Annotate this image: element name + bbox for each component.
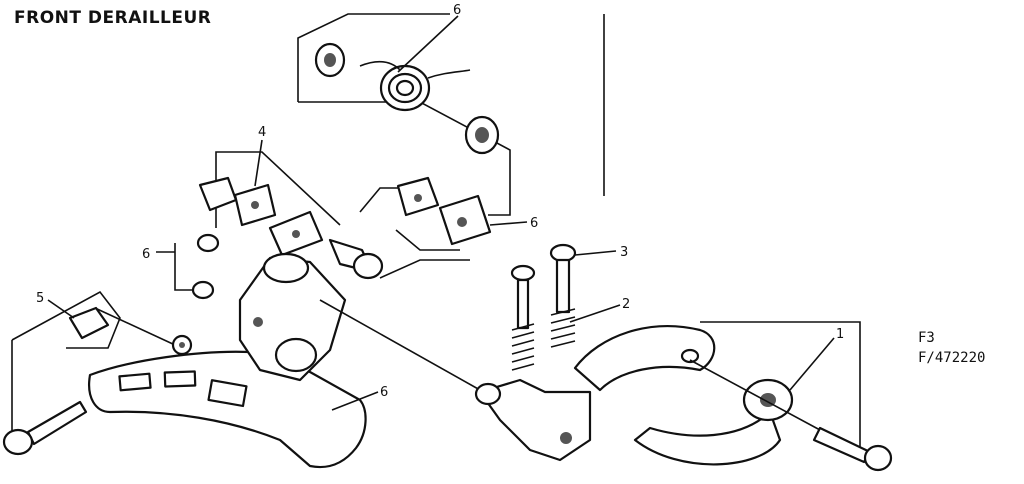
frame-clamp [573, 325, 794, 466]
leader-line [569, 304, 621, 323]
figure-code: F3 [918, 330, 935, 346]
mounting-bracket [474, 378, 592, 462]
callout-3: 3 [620, 245, 628, 260]
callout-6-cage: 6 [380, 385, 388, 400]
adjust-screw-right [549, 243, 577, 348]
clip-part [396, 176, 492, 246]
derailleur-cage [88, 350, 367, 469]
leader-line [254, 139, 263, 187]
link-plate-part [198, 176, 324, 257]
catalog-number: F/472220 [918, 350, 986, 366]
axis-line [319, 299, 481, 391]
leader-line [789, 337, 835, 391]
bracket-line [700, 321, 861, 448]
bracket-line [297, 13, 450, 102]
bracket-line [395, 229, 460, 251]
diagram-title: FRONT DERAILLEUR [14, 8, 212, 28]
pivot-pin [328, 238, 384, 280]
clamp-bolt [812, 426, 893, 472]
derailleur-body [238, 252, 347, 382]
bushing-top-left [314, 42, 346, 78]
cage-bolt [2, 400, 88, 456]
callout-6-clip: 6 [530, 216, 538, 231]
bracket-line [174, 243, 192, 291]
callout-4: 4 [258, 125, 266, 140]
callout-6-spring: 6 [453, 3, 461, 18]
leader-line [47, 299, 75, 319]
bracket-line [94, 307, 176, 346]
axis-line [689, 359, 821, 431]
leader-line [397, 15, 459, 73]
bracket-line [215, 151, 341, 228]
bracket-line [11, 290, 121, 349]
callout-2: 2 [622, 297, 630, 312]
bushing-top-right [464, 115, 500, 155]
adjust-screw-left [510, 264, 536, 371]
washer-part [191, 233, 220, 300]
callout-1: 1 [836, 327, 844, 342]
callout-5: 5 [36, 291, 44, 306]
leader-line [574, 250, 617, 256]
bracket-line [298, 101, 511, 216]
roller-part [68, 306, 110, 340]
bracket-line [379, 259, 470, 279]
nut-part [171, 334, 193, 356]
leader-line [331, 391, 379, 411]
callout-6-washers: 6 [142, 247, 150, 262]
spring-part [359, 60, 471, 112]
leader-line [489, 221, 528, 226]
